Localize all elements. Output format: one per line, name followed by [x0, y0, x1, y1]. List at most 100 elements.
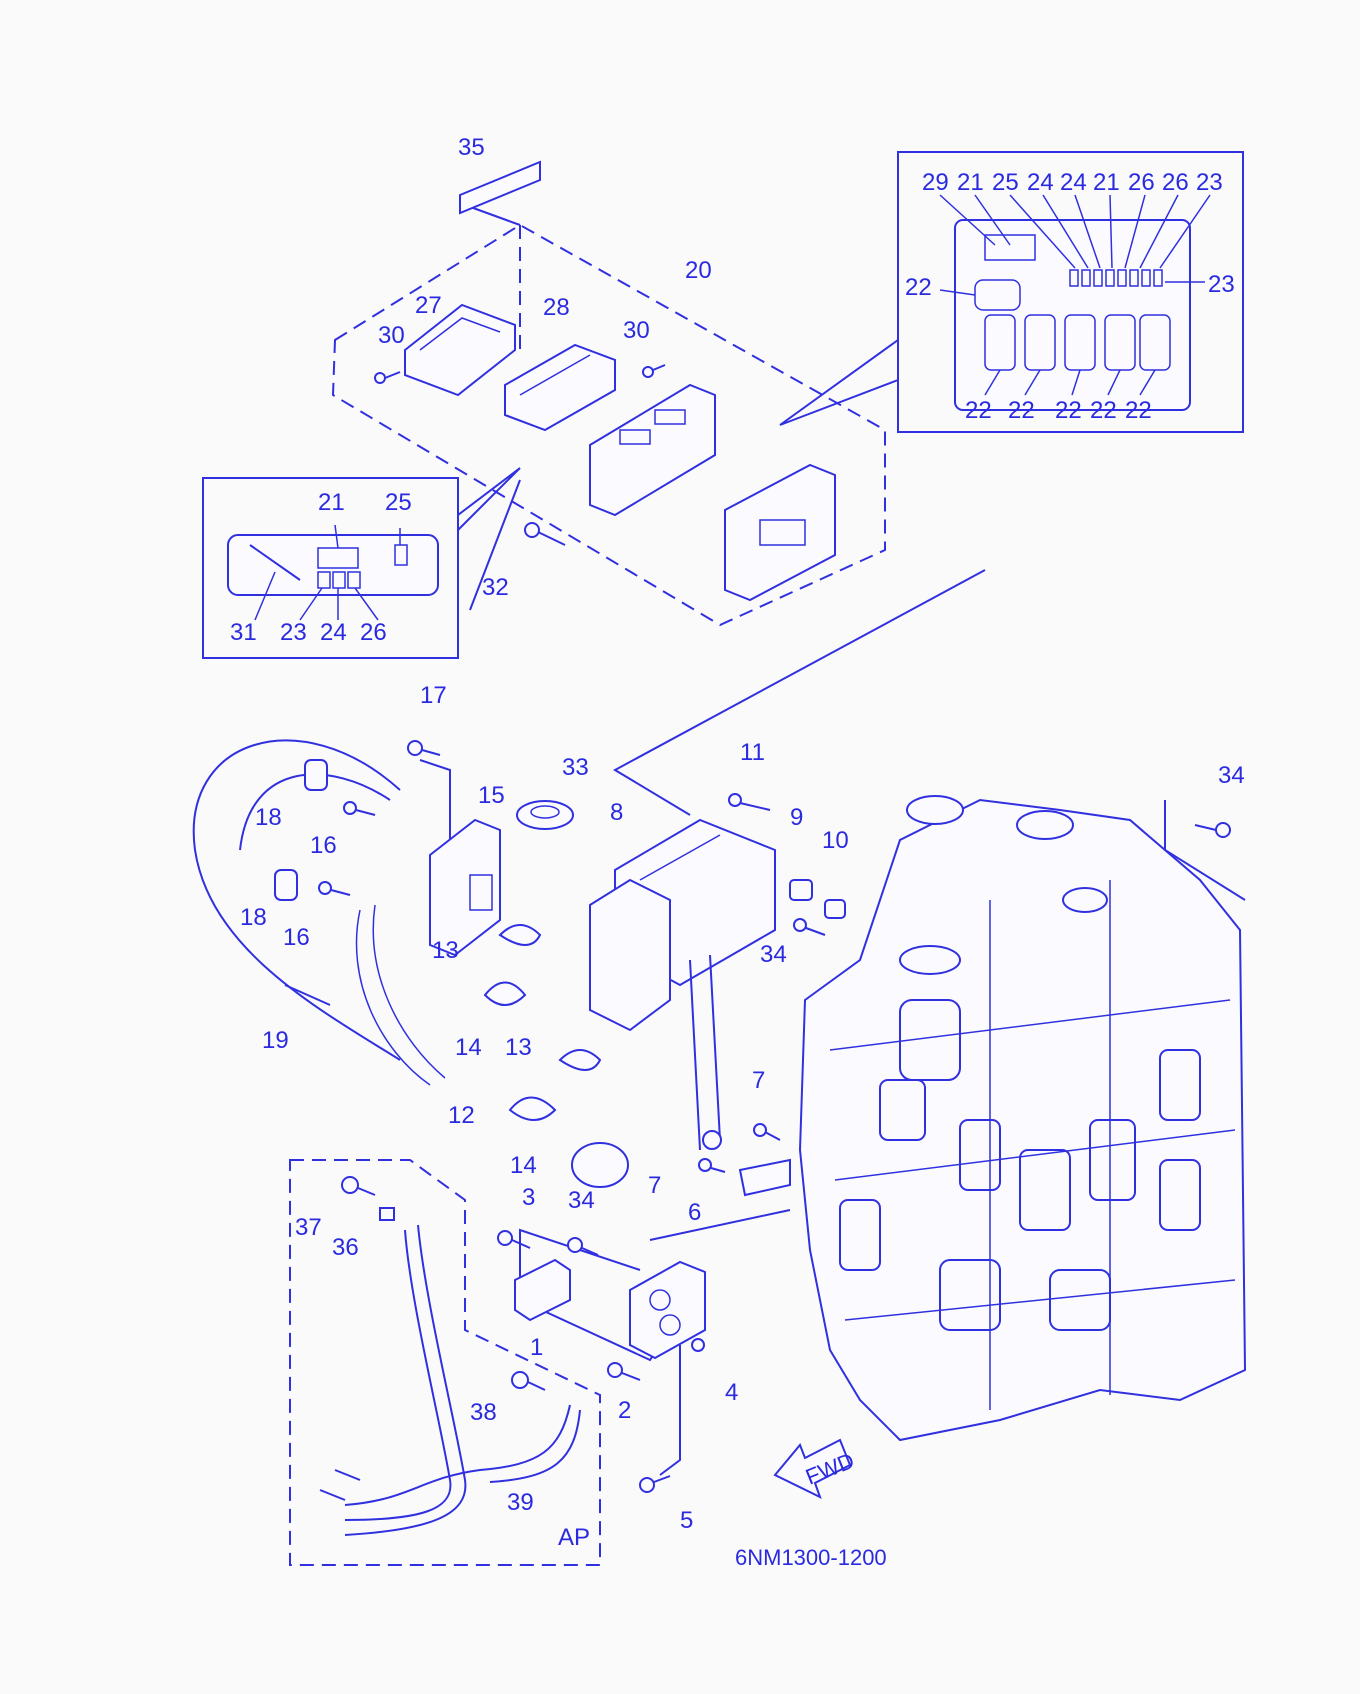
callout-38: 38: [470, 1399, 497, 1426]
callout-8: 8: [610, 799, 623, 826]
bolt-4: [691, 1338, 705, 1352]
bolt-17: [407, 740, 441, 756]
bolt-11: [728, 793, 771, 811]
callout-inset-right-22-side: 22: [905, 274, 932, 301]
callout-inset-right-26a: 26: [1128, 169, 1155, 196]
relay-15: [429, 818, 501, 957]
wire-harness-19: [192, 739, 401, 1061]
clip-14-lower: [571, 1142, 629, 1188]
callout-35: 35: [458, 134, 485, 161]
callout-34-lower: 34: [568, 1187, 595, 1214]
callout-18-upper: 18: [255, 804, 282, 831]
callout-5: 5: [680, 1507, 693, 1534]
block-1: [514, 1258, 571, 1322]
grommet-33: [516, 800, 574, 830]
callout-16-lower: 16: [283, 924, 310, 951]
callout-2: 2: [618, 1397, 631, 1424]
sensor-18-lower: [274, 869, 298, 901]
callout-1: 1: [530, 1334, 543, 1361]
clip-13-lower: [558, 1049, 602, 1071]
bolt-7-lower: [698, 1158, 726, 1173]
mid-assembly: [192, 739, 1246, 1241]
forward-arrow: FWD: [773, 1438, 858, 1499]
callout-13-lower: 13: [505, 1034, 532, 1061]
callout-inset-right-23-side: 23: [1208, 271, 1235, 298]
callout-28: 28: [543, 294, 570, 321]
clip-12: [508, 1096, 557, 1121]
bolt-38: [511, 1371, 546, 1391]
callouts-main: 35 20 27 28 30 30 32 17 15 33 8 11 9 10 …: [240, 134, 1245, 1551]
callout-inset-left-21: 21: [318, 489, 345, 516]
lower-assembly: [289, 1159, 706, 1566]
ecu-unit-lower: [724, 463, 836, 602]
inset-ecu-top-view: [779, 151, 1244, 433]
callout-18-lower: 18: [240, 904, 267, 931]
bolt-37: [341, 1176, 376, 1196]
callout-13-upper: 13: [432, 937, 459, 964]
washer-36: [379, 1207, 395, 1221]
bushing-10: [824, 899, 846, 919]
screw-30-left: [374, 371, 401, 384]
callout-20: 20: [685, 257, 712, 284]
bolt-34-mid: [793, 918, 826, 936]
bolt-7-upper: [753, 1123, 781, 1141]
bolt-34-right: [1194, 822, 1231, 838]
bolt-34-lower: [567, 1237, 599, 1256]
callout-14-lower: 14: [510, 1152, 537, 1179]
callout-inset-right-22-b1: 22: [965, 397, 992, 424]
callout-17: 17: [420, 682, 447, 709]
callout-34-mid: 34: [760, 941, 787, 968]
callout-7-upper: 7: [752, 1067, 765, 1094]
callout-7-lower: 7: [648, 1172, 661, 1199]
callout-10: 10: [822, 827, 849, 854]
callout-inset-right-24a: 24: [1027, 169, 1054, 196]
callout-inset-left-31: 31: [230, 619, 257, 646]
callout-34-right: 34: [1218, 762, 1245, 789]
sensor-18-upper: [304, 759, 328, 791]
callout-inset-right-23a: 23: [1196, 169, 1223, 196]
ecu-connector: [504, 343, 616, 432]
engine-block: [798, 795, 1247, 1442]
callout-inset-right-21a: 21: [957, 169, 984, 196]
callout-36: 36: [332, 1234, 359, 1261]
callout-14-upper: 14: [455, 1034, 482, 1061]
spring-9: [789, 879, 813, 901]
callout-inset-left-25: 25: [385, 489, 412, 516]
bolt-5: [639, 1475, 671, 1493]
callout-33: 33: [562, 754, 589, 781]
inset-ecu-side-view: [202, 467, 521, 659]
callout-inset-left-24: 24: [320, 619, 347, 646]
screw-30-right: [642, 364, 666, 378]
callout-inset-right-26b: 26: [1162, 169, 1189, 196]
callout-30-right: 30: [623, 317, 650, 344]
callout-30-left: 30: [378, 322, 405, 349]
callout-inset-right-22-b4: 22: [1090, 397, 1117, 424]
callout-27: 27: [415, 292, 442, 319]
bolt-16-upper: [343, 801, 376, 816]
ap-label: AP: [558, 1524, 590, 1551]
callout-12: 12: [448, 1102, 475, 1129]
callout-19: 19: [262, 1027, 289, 1054]
callout-15: 15: [478, 782, 505, 809]
callout-3: 3: [522, 1184, 535, 1211]
ecu-unit-upper: [589, 383, 716, 517]
callout-39: 39: [507, 1489, 534, 1516]
callout-inset-left-23: 23: [280, 619, 307, 646]
ecu-assembly-group: [331, 160, 886, 627]
callout-inset-left-26: 26: [360, 619, 387, 646]
callout-inset-right-25: 25: [992, 169, 1019, 196]
callout-inset-right-22-b2: 22: [1008, 397, 1035, 424]
callouts-inset-right: 29 21 25 24 24 21 26 26 23 22 23 22 22 2…: [905, 169, 1235, 424]
callout-inset-right-29: 29: [922, 169, 949, 196]
callout-inset-right-24b: 24: [1060, 169, 1087, 196]
ground-cable-39: [344, 1229, 452, 1521]
valve-body: [629, 1260, 706, 1360]
bolt-16-lower: [318, 881, 351, 896]
callout-9: 9: [790, 804, 803, 831]
callout-inset-right-21b: 21: [1093, 169, 1120, 196]
bolt-2: [607, 1362, 641, 1381]
callout-32: 32: [482, 574, 509, 601]
bolt-3: [497, 1230, 531, 1249]
callout-11: 11: [740, 739, 765, 766]
